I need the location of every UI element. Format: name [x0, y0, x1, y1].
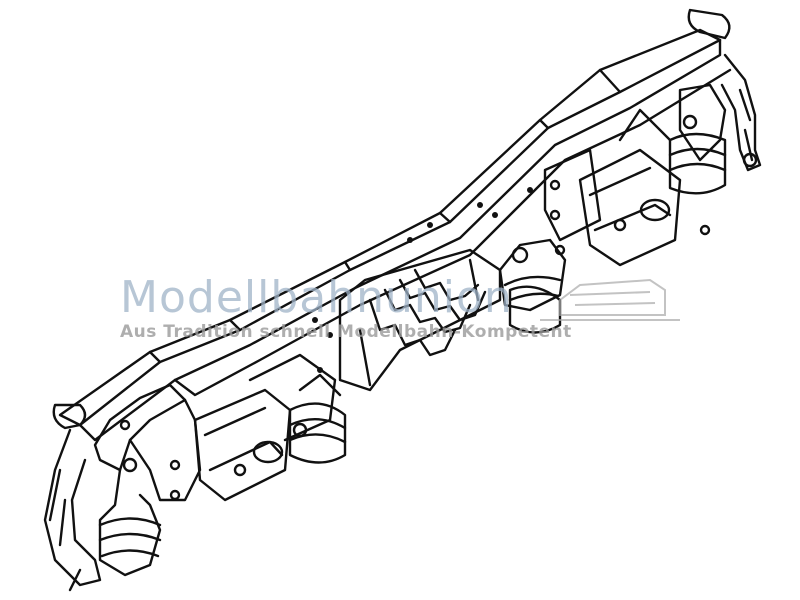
left-center-spring: [288, 373, 347, 464]
rivets: [312, 187, 533, 373]
frame-beam: [58, 28, 732, 442]
center-section: [338, 248, 502, 392]
right-center-spring: [498, 238, 567, 334]
watermark-subtitle: Aus Tradition schnell Modellbahn-Kompete…: [120, 322, 572, 342]
locomotive-silhouette-logo: [540, 278, 680, 321]
right-axle-box: [543, 148, 682, 267]
left-end-assembly: [43, 383, 202, 592]
watermark-title: Modellbahnunion: [120, 272, 513, 323]
left-axle-box: [169, 353, 337, 502]
right-end-assembly: [618, 8, 762, 236]
